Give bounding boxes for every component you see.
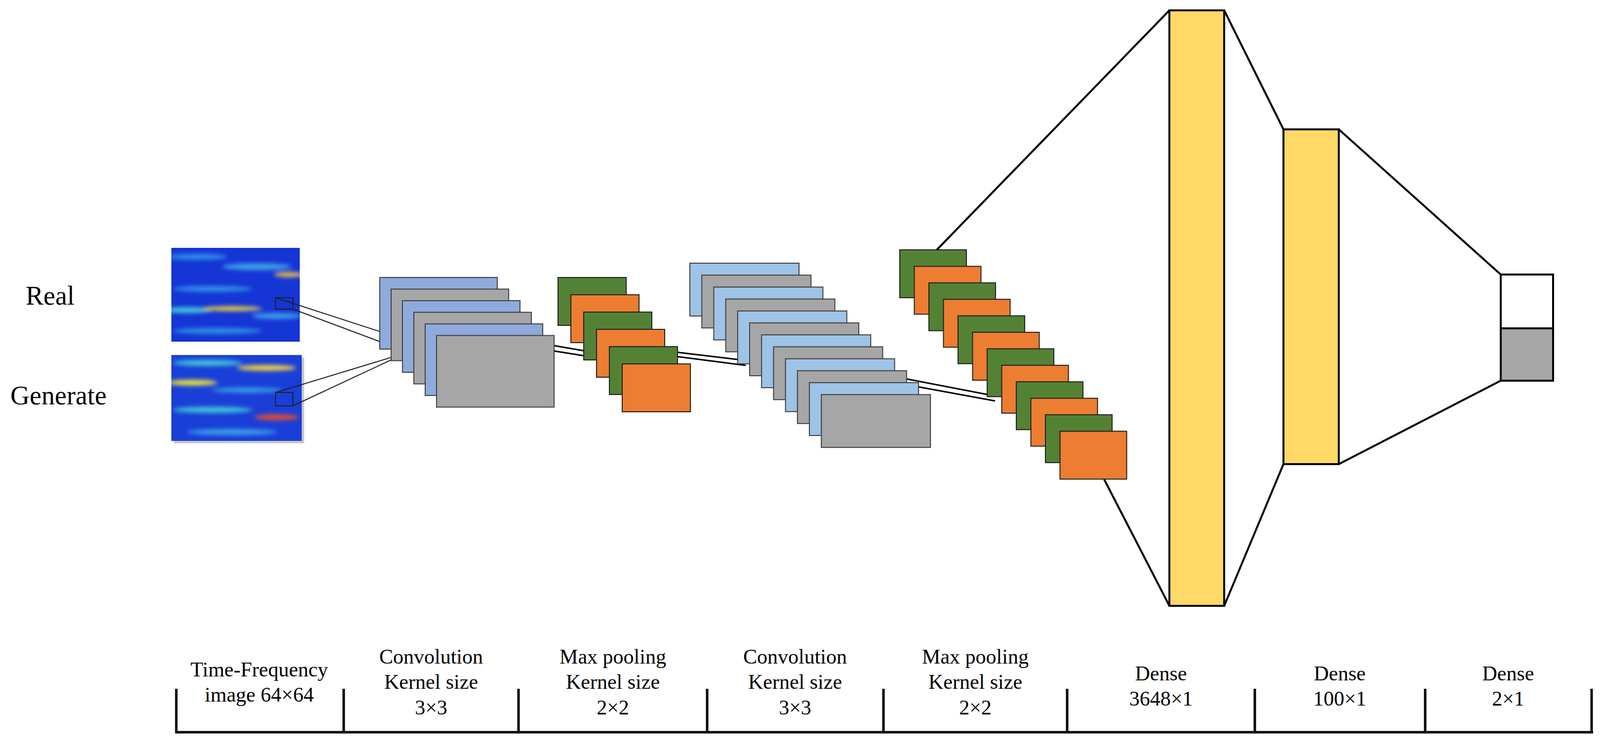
streak (187, 429, 277, 436)
scale-tick (1424, 688, 1427, 734)
funnel-line (1338, 380, 1501, 465)
scale-tick (706, 688, 709, 734)
layer-scale-bar (175, 688, 1594, 734)
streak (222, 263, 292, 271)
streak (237, 364, 297, 371)
streak (274, 272, 300, 278)
spectrogram-ground (171, 247, 300, 342)
feature-map (622, 363, 691, 412)
streak (172, 285, 252, 292)
layer-label: Max pooling Kernel size 2×2 (551, 644, 675, 721)
layer-label: Dense 3648×1 (1121, 661, 1201, 712)
layer-label: Convolution Kernel size 3×3 (735, 644, 855, 721)
conv1-feature-maps (379, 277, 555, 408)
conv2-feature-maps (689, 263, 931, 448)
streak (202, 306, 262, 312)
receptive-field-box (275, 297, 293, 310)
leader-line (275, 297, 397, 337)
feature-map (821, 394, 931, 448)
streak (172, 360, 242, 366)
feature-map (1060, 431, 1127, 480)
dense-layer (1283, 129, 1339, 465)
layer-label: Dense 100×1 (1300, 661, 1380, 712)
layer-label: Time-Frequency image 64×64 (185, 657, 334, 708)
generated-spectrogram (171, 355, 302, 441)
streak (172, 406, 252, 413)
pool2-feature-maps (899, 249, 1127, 480)
scale-tick (882, 688, 885, 734)
streak (254, 414, 299, 421)
dense-funnel-lines (936, 10, 1501, 606)
input-label: Real (25, 280, 75, 313)
leader-line (275, 357, 393, 393)
scale-tick (175, 688, 178, 734)
spectrogram-ground (171, 355, 302, 441)
scale-tick (342, 688, 346, 734)
scale-tick (1066, 688, 1069, 734)
input-label: Generate (10, 379, 107, 413)
layer-label: Convolution Kernel size 3×3 (371, 644, 491, 721)
spectrogram-streaks (171, 253, 300, 334)
streak (251, 313, 300, 320)
streak (172, 327, 262, 334)
feature-map (436, 335, 555, 408)
streak (212, 387, 282, 393)
funnel-line (1104, 479, 1170, 606)
dense-layer (1169, 10, 1225, 606)
layer-label: Dense 2×1 (1468, 661, 1548, 712)
funnel-line (1224, 10, 1284, 130)
scale-tick (1590, 688, 1594, 734)
output-unit (1500, 274, 1554, 329)
receptive-field-box (275, 392, 293, 406)
funnel-line (1224, 464, 1284, 606)
output-unit (1500, 328, 1554, 381)
funnel-line (936, 10, 1170, 250)
scale-tick (1253, 688, 1257, 734)
pool1-feature-maps (558, 277, 691, 412)
funnel-line (1338, 129, 1501, 275)
streak (171, 253, 228, 260)
streak (171, 379, 218, 386)
scale-tick (517, 688, 520, 734)
spectrogram-streaks (171, 360, 299, 436)
real-spectrogram (171, 247, 300, 342)
layer-label: Max pooling Kernel size 2×2 (913, 644, 1038, 721)
